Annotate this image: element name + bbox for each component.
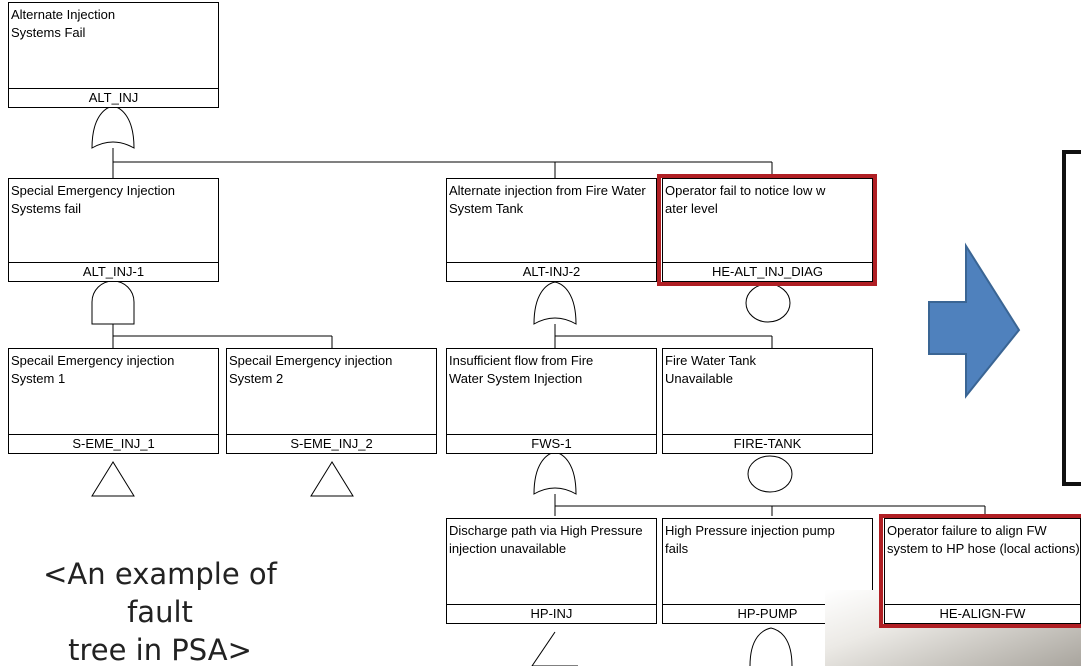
gate-alt-inj-1: Special Emergency Injection Systems fail… xyxy=(8,178,219,282)
or-gate-alt-inj xyxy=(92,106,134,148)
gate-alt-inj-2: Alternate injection from Fire Water Syst… xyxy=(446,178,657,282)
gate-id: ALT_INJ-1 xyxy=(9,262,218,281)
right-arrow-shape xyxy=(929,246,1019,396)
transfer-s-eme-inj-1 xyxy=(92,462,134,496)
or-gate-fws-1 xyxy=(534,452,576,494)
gate-description: Alternate injection from Fire Water Syst… xyxy=(449,182,654,218)
transfer-hp-inj xyxy=(532,632,578,666)
gate-id: ALT_INJ xyxy=(9,88,218,107)
gate-s-eme-inj-1: Specail Emergency injection System 1 S-E… xyxy=(8,348,219,454)
figure-caption: <An example of fault tree in PSA> xyxy=(10,555,310,669)
gate-description: Special Emergency Injection Systems fail xyxy=(11,182,196,218)
transfer-s-eme-inj-2 xyxy=(311,462,353,496)
gate-id: ALT-INJ-2 xyxy=(447,262,656,281)
gate-description: Fire Water Tank Unavailable xyxy=(665,352,775,388)
gate-description: Specail Emergency injection System 1 xyxy=(11,352,176,388)
gate-id: FIRE-TANK xyxy=(663,434,872,453)
gate-id: HP-INJ xyxy=(447,604,656,623)
gate-id: FWS-1 xyxy=(447,434,656,453)
basic-event-he-alt-inj-diag xyxy=(746,284,790,322)
gate-alt-inj: Alternate Injection Systems Fail ALT_INJ xyxy=(8,2,219,108)
gate-s-eme-inj-2: Specail Emergency injection System 2 S-E… xyxy=(226,348,437,454)
or-gate-alt-inj-2 xyxy=(534,282,576,324)
gate-hp-inj: Discharge path via High Pressure injecti… xyxy=(446,518,657,624)
gate-description: Specail Emergency injection System 2 xyxy=(229,352,394,388)
gate-description: Alternate Injection Systems Fail xyxy=(11,6,161,42)
gate-id: S-EME_INJ_2 xyxy=(227,434,436,453)
highlight-frame-he-align-fw xyxy=(879,514,1081,628)
gate-description: Discharge path via High Pressure injecti… xyxy=(449,522,654,558)
highlight-frame-he-alt-inj-diag xyxy=(657,174,877,286)
gate-description: High Pressure injection pump fails xyxy=(665,522,850,558)
event-fire-tank: Fire Water Tank Unavailable FIRE-TANK xyxy=(662,348,873,454)
gate-fws-1: Insufficient flow from Fire Water System… xyxy=(446,348,657,454)
caption-line-1: <An example of fault xyxy=(10,555,310,631)
gate-id: S-EME_INJ_1 xyxy=(9,434,218,453)
and-gate-alt-inj-1 xyxy=(92,281,134,324)
basic-event-fire-tank xyxy=(748,456,792,492)
gate-description: Insufficient flow from Fire Water System… xyxy=(449,352,621,388)
cropped-box-bracket xyxy=(1062,150,1081,486)
or-gate-hp-pump xyxy=(750,628,792,666)
caption-line-2: tree in PSA> xyxy=(10,631,310,669)
